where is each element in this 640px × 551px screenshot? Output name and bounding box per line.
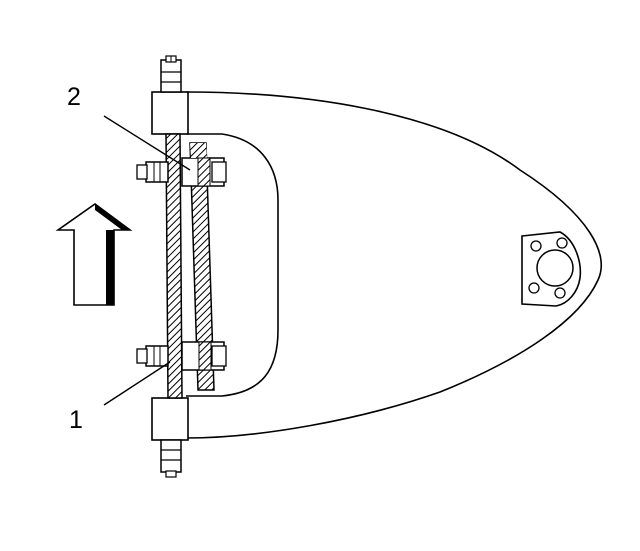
ball-joint-flange — [521, 231, 582, 307]
pivot-shaft — [165, 133, 183, 399]
lower-clamp-bolt — [136, 341, 227, 371]
callout-1: 1 — [69, 406, 83, 434]
callout-2: 2 — [67, 83, 81, 111]
upper-stud-nut — [160, 55, 182, 93]
leader-line-2 — [103, 115, 191, 171]
up-arrow-icon — [55, 203, 133, 306]
lower-bushing-block — [151, 397, 189, 441]
leader-line-1 — [103, 361, 171, 406]
upper-bushing-block — [151, 91, 189, 135]
lower-stud-nut — [160, 439, 182, 478]
control-arm-outline — [185, 91, 603, 439]
upper-clamp-bolt — [136, 143, 227, 187]
